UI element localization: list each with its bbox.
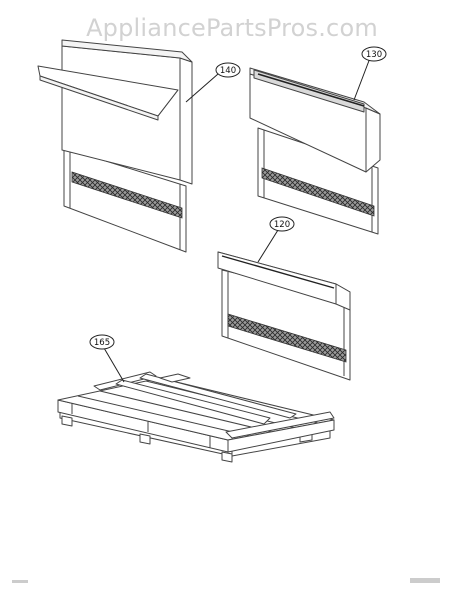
callout-140-label: 140 <box>220 66 236 76</box>
corner-mark-right <box>410 578 440 583</box>
callout-130-leader <box>353 57 371 101</box>
part-130-filter-strip <box>261 167 375 217</box>
callout-130-label: 130 <box>366 50 382 60</box>
callout-165: 165 <box>89 334 115 350</box>
part-165-shipping-skid <box>57 371 335 463</box>
part-140-filter-strip <box>71 171 183 219</box>
callout-165-leader <box>103 347 125 383</box>
part-130-hood-panel <box>249 67 381 235</box>
part-120-hood-panel <box>217 251 351 381</box>
callout-120-leader <box>257 229 279 263</box>
part-165-slat-rear <box>225 411 335 439</box>
callout-165-label: 165 <box>94 338 110 348</box>
callout-140: 140 <box>215 62 241 78</box>
watermark-text: AppliancePartsPros.com <box>86 14 378 42</box>
callout-120-label: 120 <box>274 220 290 230</box>
callout-140-leader <box>185 73 219 103</box>
callout-130: 130 <box>361 46 387 62</box>
callout-120: 120 <box>269 216 295 232</box>
corner-mark-left <box>12 580 28 583</box>
part-120-filter-strip <box>227 313 347 363</box>
part-140-hood-panel <box>37 39 193 253</box>
